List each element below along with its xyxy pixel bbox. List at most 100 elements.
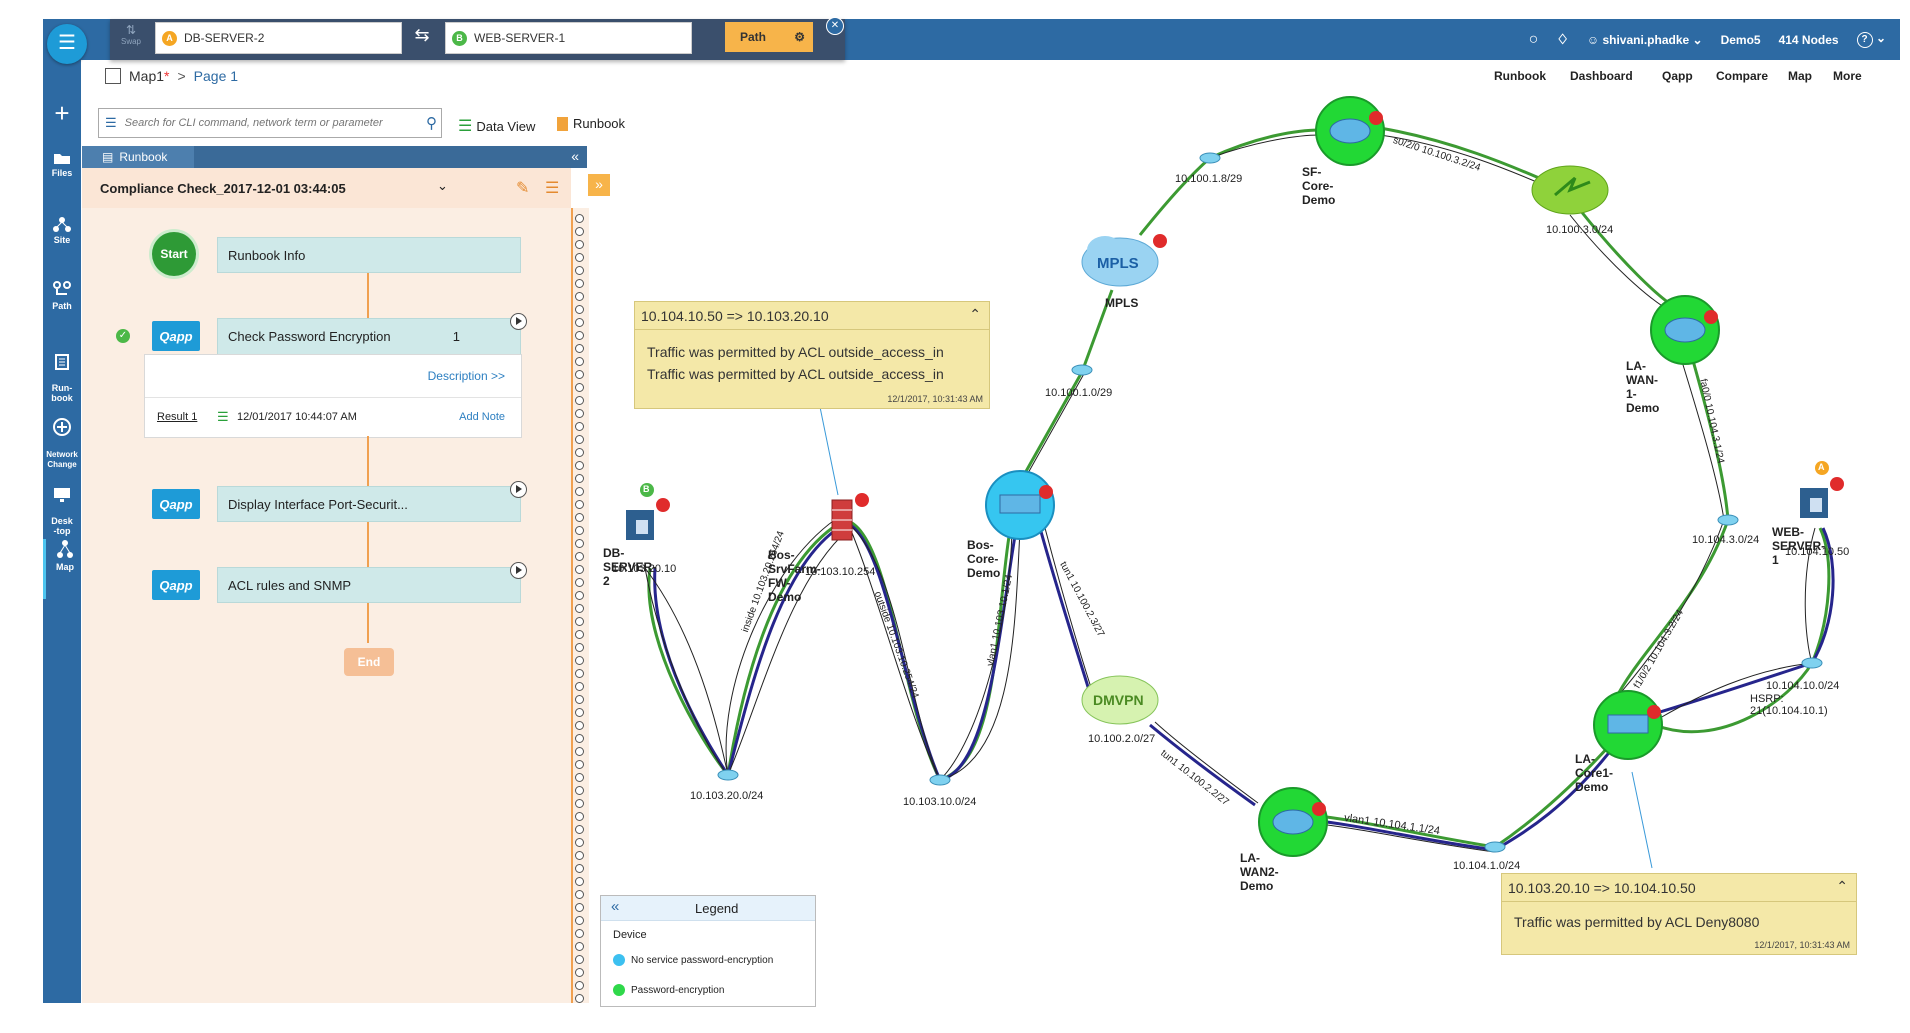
link-dashboard[interactable]: Dashboard <box>1570 69 1633 83</box>
chat-icon[interactable]: ○ <box>1528 30 1539 48</box>
source-input[interactable]: A DB-SERVER-2 <box>155 22 402 54</box>
legend-swatch-icon <box>613 984 625 996</box>
page-name[interactable]: Page 1 <box>193 68 239 84</box>
breadcrumb: Map1 * > Page 1 <box>105 68 238 84</box>
legend-section: Device <box>613 929 647 941</box>
path-tooltip[interactable]: 10.103.20.10 => 10.104.10.50 ⌃ Traffic w… <box>1501 873 1857 955</box>
edit-runbook-icon[interactable]: ✎ <box>516 180 530 197</box>
search-input[interactable] <box>122 116 412 130</box>
switch-icon <box>985 470 1055 540</box>
result-divider <box>145 397 521 398</box>
run-step-button[interactable] <box>510 313 527 330</box>
search-box[interactable]: ☰ ⚲ <box>98 108 442 138</box>
main-menu-button[interactable]: ☰ <box>47 24 87 64</box>
link-compare[interactable]: Compare <box>1716 69 1769 83</box>
sidebar-item-runbook[interactable]: Run- book <box>43 344 81 403</box>
sidebar-item-desktop[interactable]: Desk -top <box>43 477 81 536</box>
list-icon[interactable]: ☰ <box>545 180 560 197</box>
link-runbook[interactable]: Runbook <box>1494 69 1546 83</box>
path-settings-icon[interactable]: ⚙ <box>794 30 805 44</box>
bell-icon[interactable]: ♢ <box>1556 31 1569 47</box>
data-view-button[interactable]: ☰ Data View <box>458 118 536 135</box>
expand-panel-button[interactable]: » <box>588 174 610 196</box>
end-node[interactable]: End <box>344 648 394 676</box>
device-label[interactable]: Bos-SrvFarm-FW-Demo <box>768 548 821 604</box>
collapse-icon[interactable]: ⌃ <box>969 306 981 322</box>
start-node[interactable]: Start <box>152 232 196 276</box>
link <box>1609 519 1725 706</box>
binding-ring <box>575 747 584 756</box>
sidebar: ☰ + Files Site Path Run- book Network Ch… <box>43 19 87 1003</box>
device-label[interactable]: MPLS <box>1105 296 1139 310</box>
path-tooltip[interactable]: 10.104.10.50 => 10.103.20.10 ⌃ Traffic w… <box>634 301 990 409</box>
firewall-icon <box>831 493 869 541</box>
subnet-node <box>1071 364 1093 376</box>
binding-ring <box>575 955 584 964</box>
collapse-icon[interactable]: ⌃ <box>1836 878 1848 894</box>
collapse-legend-icon[interactable]: « <box>611 898 620 915</box>
device-label[interactable]: SF-Core-Demo <box>1302 165 1336 207</box>
binding-ring <box>575 370 584 379</box>
result-link[interactable]: Result 1 <box>157 411 198 423</box>
swap-button[interactable]: ⇅ Swap <box>116 23 146 46</box>
hsrp-label: HSRP: 21(10.104.10.1) <box>1750 693 1828 717</box>
description-link[interactable]: Description >> <box>427 369 505 383</box>
map-name[interactable]: Map1 <box>129 68 165 84</box>
device-label[interactable]: WEB-SERVER-1 <box>1772 525 1826 567</box>
link-label: outside 10.103.10.254/24 <box>871 590 921 700</box>
help-button[interactable]: ? ⌄ <box>1856 31 1886 48</box>
switch-icon <box>1593 690 1663 760</box>
close-icon[interactable]: ✕ <box>826 17 844 35</box>
step-acl-rules-and-snmp[interactable]: ACL rules and SNMP <box>217 567 521 603</box>
add-note-link[interactable]: Add Note <box>459 411 505 423</box>
tooltip-time: 12/1/2017, 10:31:43 AM <box>887 394 983 404</box>
runbook-toolbar-button[interactable]: Runbook <box>557 116 625 131</box>
swap-direction-icon[interactable]: ⇆ <box>414 25 430 45</box>
sidebar-item-path[interactable]: Path <box>43 280 81 311</box>
collapse-panel-icon[interactable]: « <box>571 148 579 164</box>
sidebar-item-files[interactable]: Files <box>43 151 81 178</box>
destination-input[interactable]: B WEB-SERVER-1 <box>445 22 692 54</box>
add-button[interactable]: + <box>43 98 81 129</box>
run-step-button[interactable] <box>510 562 527 579</box>
legend-item: Password-encryption <box>613 984 724 996</box>
device-label[interactable]: LA-WAN2-Demo <box>1240 851 1279 893</box>
link-label: vlan1 10.104.1.1/24 <box>1343 812 1441 838</box>
search-icon[interactable]: ⚲ <box>426 115 437 132</box>
flow-connector <box>367 436 369 486</box>
link-label: tun1 10.100.2.2/27 <box>1158 748 1231 809</box>
device-label[interactable]: DB-SERVER-2 <box>603 546 657 588</box>
binding-ring <box>575 552 584 561</box>
sidebar-item-network-change[interactable]: Network Change <box>43 407 81 470</box>
binding-ring <box>575 708 584 717</box>
sidebar-item-site[interactable]: Site <box>43 216 81 245</box>
device-label[interactable]: LA-Core1-Demo <box>1575 752 1614 794</box>
notebook-binding <box>571 208 589 1003</box>
link-map[interactable]: Map <box>1788 69 1812 83</box>
runbook-title[interactable]: Compliance Check_2017-12-01 03:44:05 <box>100 181 346 196</box>
runbook-flow: Start Runbook Info ✓ Qapp Check Password… <box>82 208 571 1003</box>
modified-mark: * <box>164 68 170 84</box>
link <box>644 567 729 776</box>
sidebar-item-map[interactable]: Map <box>43 539 84 599</box>
device-label[interactable]: Bos-Core-Demo <box>967 538 1001 580</box>
domain-label[interactable]: Demo5 <box>1720 32 1761 47</box>
web-server-badge: A <box>1818 462 1825 472</box>
step-check-password-encryption[interactable]: Check Password Encryption 1 <box>217 318 521 354</box>
link-qapp[interactable]: Qapp <box>1662 69 1693 83</box>
binding-ring <box>575 253 584 262</box>
chevron-down-icon[interactable]: ⌄ <box>437 178 448 193</box>
binding-ring <box>575 630 584 639</box>
run-step-button[interactable] <box>510 481 527 498</box>
device-label[interactable]: LA-WAN-1-Demo <box>1626 359 1660 415</box>
binding-ring <box>575 773 584 782</box>
step-display-interface-port-security[interactable]: Display Interface Port-Securit... <box>217 486 521 522</box>
router-icon <box>1258 787 1328 857</box>
tab-runbook[interactable]: ▤ Runbook <box>82 146 194 168</box>
path-button[interactable]: Path ⚙ <box>725 22 813 52</box>
binding-ring <box>575 214 584 223</box>
user-menu[interactable]: ☺ shivani.phadke ⌄ <box>1586 32 1703 47</box>
search-menu-icon[interactable]: ☰ <box>105 115 117 130</box>
link-more[interactable]: More <box>1833 69 1862 83</box>
step-runbook-info[interactable]: Runbook Info <box>217 237 521 273</box>
